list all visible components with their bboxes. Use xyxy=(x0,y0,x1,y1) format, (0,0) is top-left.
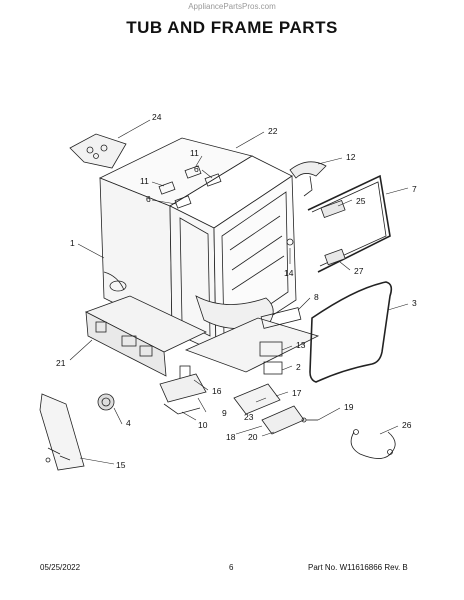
part-3-gasket-loop xyxy=(309,281,393,383)
callout-11: 11 xyxy=(190,148,199,158)
callout-4: 4 xyxy=(126,418,131,428)
part-26-wire-harness xyxy=(350,429,396,459)
callout-11: 11 xyxy=(140,176,149,186)
callout-19: 19 xyxy=(344,402,354,412)
callout-17: 17 xyxy=(292,388,302,398)
watermark: AppliancePartsPros.com xyxy=(188,2,276,11)
part-19-screw xyxy=(301,417,318,423)
page-title: TUB AND FRAME PARTS xyxy=(126,18,338,37)
callout-2: 2 xyxy=(296,362,301,372)
part-8-frame-rail xyxy=(184,307,320,375)
callout-labels: 24 22 11 6 11 6 12 7 25 1 14 27 8 3 21 1… xyxy=(56,112,417,470)
callout-27: 27 xyxy=(354,266,364,276)
part-21-base-frame xyxy=(85,295,207,377)
callout-15: 15 xyxy=(116,460,126,470)
leader-lines xyxy=(69,119,409,465)
callout-25: 25 xyxy=(356,196,366,206)
part-12-hinge xyxy=(289,161,327,197)
callout-6: 6 xyxy=(194,164,199,174)
footer-part-number: Part No. W11616866 Rev. B xyxy=(308,563,408,572)
callout-18: 18 xyxy=(226,432,236,442)
callout-3: 3 xyxy=(412,298,417,308)
part-25-clip xyxy=(320,200,346,266)
callout-23: 23 xyxy=(244,412,254,422)
part-15-leveling-leg xyxy=(39,393,85,471)
callout-10: 10 xyxy=(198,420,208,430)
part-1-tub-wrap xyxy=(99,137,254,333)
part-7-door-gasket xyxy=(307,174,391,273)
callout-8: 8 xyxy=(314,292,319,302)
callout-22: 22 xyxy=(268,126,278,136)
callout-12: 12 xyxy=(346,152,356,162)
footer-page-number: 6 xyxy=(229,563,234,572)
callout-7: 7 xyxy=(412,184,417,194)
callout-9: 9 xyxy=(222,408,227,418)
callout-6: 6 xyxy=(146,194,151,204)
part-14-pin xyxy=(286,238,294,246)
callout-16: 16 xyxy=(212,386,222,396)
callout-26: 26 xyxy=(402,420,412,430)
callout-1: 1 xyxy=(70,238,75,248)
tub-assembly xyxy=(158,155,297,353)
footer-date: 05/25/2022 xyxy=(40,563,81,572)
part-4-wheel xyxy=(97,393,115,411)
callout-13: 13 xyxy=(296,340,306,350)
part-9-bracket xyxy=(159,365,207,415)
part-24-insulation xyxy=(69,133,127,169)
part-17-module xyxy=(233,383,305,435)
callout-24: 24 xyxy=(152,112,162,122)
callout-14: 14 xyxy=(284,268,294,278)
callout-20: 20 xyxy=(248,432,258,442)
callout-21: 21 xyxy=(56,358,66,368)
